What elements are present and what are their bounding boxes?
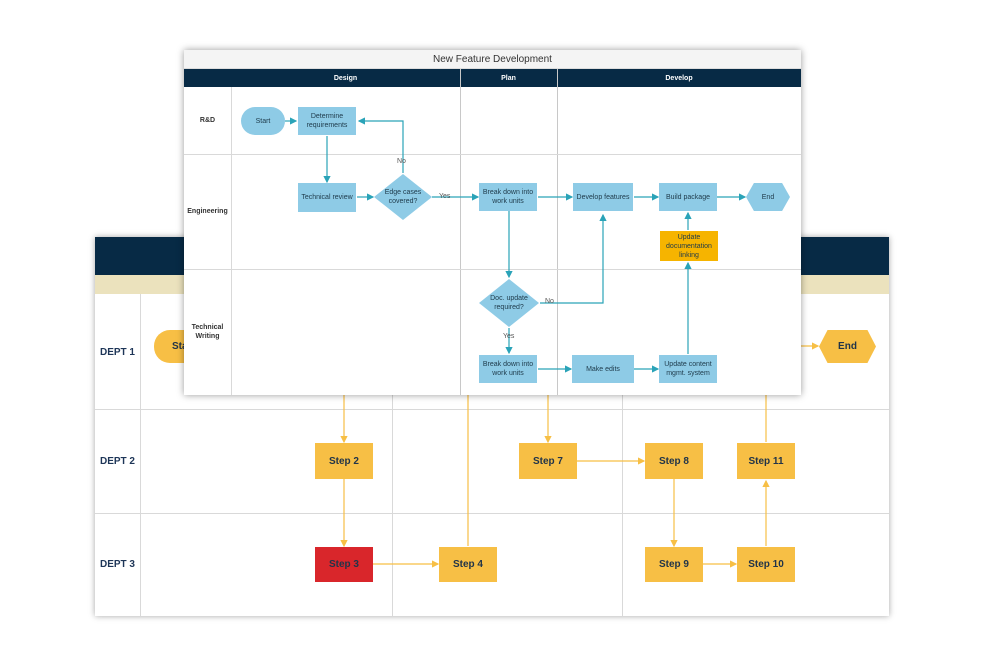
start-node: Start bbox=[241, 107, 285, 135]
docupdate-no-label: No bbox=[545, 298, 554, 305]
connector-docupdate-no bbox=[540, 213, 607, 304]
end-node: End bbox=[746, 183, 790, 211]
break-down-box-1: Break down into work units bbox=[479, 183, 537, 211]
lane-label-divider bbox=[140, 294, 141, 616]
lane-divider bbox=[184, 154, 801, 155]
diagram-title: New Feature Development bbox=[184, 50, 801, 69]
edge-no-label: No bbox=[397, 158, 406, 165]
step8-box: Step 8 bbox=[645, 443, 703, 479]
phase-divider bbox=[392, 294, 393, 616]
connector-edge-no bbox=[357, 117, 404, 173]
develop-features-box: Develop features bbox=[573, 183, 633, 211]
lane-label-technical-writing: Technical Writing bbox=[191, 324, 224, 340]
phase-divider bbox=[557, 69, 558, 395]
phase-divider bbox=[622, 294, 623, 616]
edge-yes-label: Yes bbox=[439, 193, 451, 200]
phase-divider bbox=[460, 69, 461, 395]
lane-label-rnd: R&D bbox=[199, 117, 216, 124]
step2-box: Step 2 bbox=[315, 443, 373, 479]
step4-box: Step 4 bbox=[439, 547, 497, 582]
lane-label-dept3: DEPT 3 bbox=[99, 559, 135, 570]
lane-label-dept2: DEPT 2 bbox=[99, 456, 135, 467]
step3-box: Step 3 bbox=[315, 547, 373, 582]
step9-box: Step 9 bbox=[645, 547, 703, 582]
phase-design: Design bbox=[333, 74, 358, 82]
update-documentation-box: Update documentation linking bbox=[660, 231, 718, 261]
phase-plan: Plan bbox=[501, 74, 516, 82]
lane-divider bbox=[95, 513, 889, 514]
step10-box: Step 10 bbox=[737, 547, 795, 582]
docupdate-yes-label: Yes bbox=[503, 333, 515, 340]
step11-box: Step 11 bbox=[737, 443, 795, 479]
build-package-box: Build package bbox=[659, 183, 717, 211]
lane-label-engineering: Engineering bbox=[187, 208, 228, 215]
lane-divider bbox=[184, 269, 801, 270]
phase-develop: Develop bbox=[665, 74, 693, 82]
determine-requirements-box: Determine requirements bbox=[298, 107, 356, 135]
break-down-box-2: Break down into work units bbox=[479, 355, 537, 383]
step7-box: Step 7 bbox=[519, 443, 577, 479]
phase-header-bar bbox=[184, 69, 801, 87]
technical-review-box: Technical review bbox=[298, 183, 356, 212]
lane-label-divider bbox=[231, 87, 232, 395]
back-end-node: End bbox=[819, 330, 876, 363]
update-content-box: Update content mgmt. system bbox=[659, 355, 717, 383]
lane-label-dept1: DEPT 1 bbox=[99, 347, 135, 358]
cross-functional-flowchart: New Feature Development Design Plan Deve… bbox=[184, 50, 801, 395]
lane-divider bbox=[95, 409, 889, 410]
make-edits-box: Make edits bbox=[572, 355, 634, 383]
